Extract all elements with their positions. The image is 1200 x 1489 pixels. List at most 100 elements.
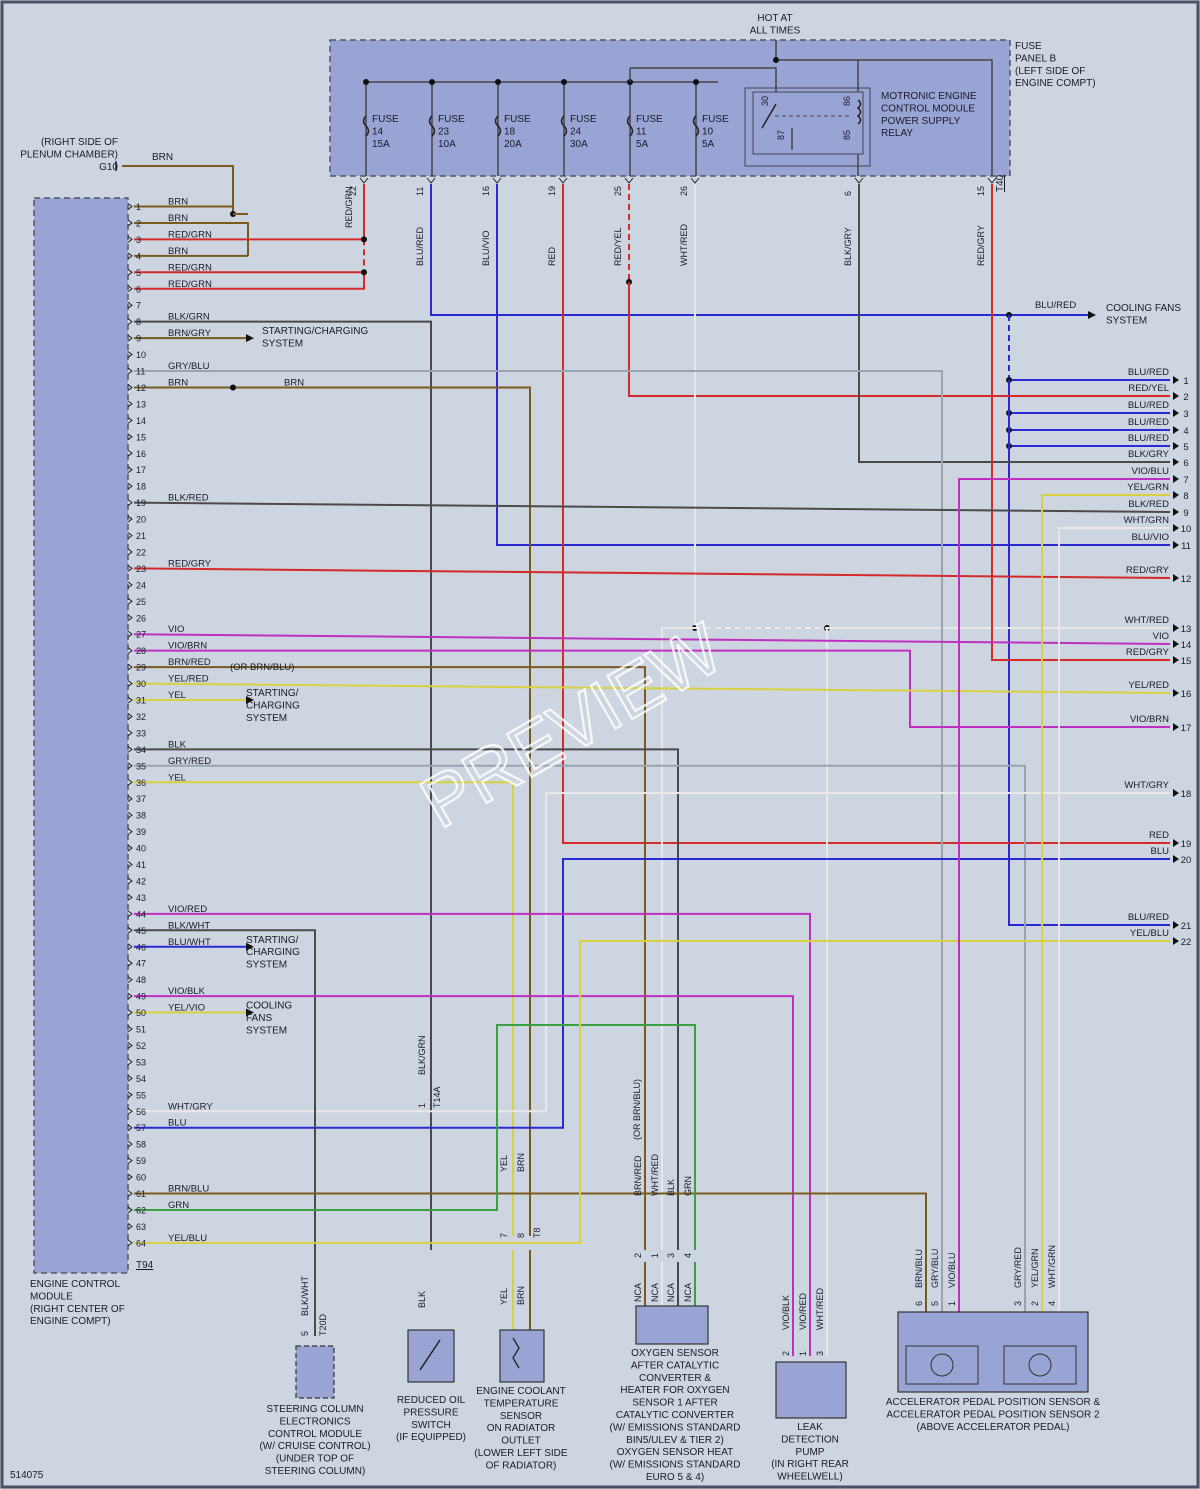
arrow-head (1173, 839, 1179, 847)
ecm-pin-number: 31 (136, 696, 146, 706)
arrow-head (246, 942, 254, 951)
wire-blk (134, 748, 679, 1250)
pin-terminal (127, 285, 133, 293)
wire-blu-red (430, 184, 1088, 316)
right-row-wire-label: WHT/GRN (1124, 515, 1170, 526)
pin-terminal (127, 778, 133, 786)
arrow-head (246, 1008, 254, 1017)
fuse-label: FUSE (438, 114, 465, 125)
fuse-wire-label: BLU/RED (415, 226, 425, 266)
ecm-pin-number: 41 (136, 860, 146, 870)
ecm-pin-number: 8 (136, 317, 141, 327)
ecm-pin-number: 12 (136, 383, 146, 393)
right-row-number: 13 (1181, 624, 1192, 635)
coolant-wire-label: BRN (516, 1153, 526, 1172)
steering-label: (W/ CRUISE CONTROL) (259, 1441, 370, 1452)
ecm-pin-number: 48 (136, 975, 146, 985)
steering-connector: T20D (318, 1313, 328, 1336)
right-row-number: 5 (1183, 442, 1188, 453)
arrow-head (1173, 541, 1179, 549)
ecm-pin-wire-label: BRN (168, 246, 188, 257)
pin-terminal (624, 177, 634, 184)
pin-terminal (127, 203, 133, 210)
ecm-pin-wire-label: BLU (168, 1118, 187, 1129)
oxygen-sensor-label: CONVERTER & (639, 1373, 711, 1384)
coolant-label: OF RADIATOR) (486, 1460, 557, 1471)
right-row-number: 3 (1183, 409, 1188, 420)
o2-pin: 1 (650, 1253, 660, 1258)
pin-terminal (127, 252, 133, 260)
ecm-label-line: (RIGHT CENTER OF (30, 1304, 125, 1315)
pin-terminal (127, 581, 133, 589)
arrow-head (1173, 723, 1179, 731)
right-row-wire-label: BLU/VIO (1132, 532, 1170, 543)
right-row-wire-label: YEL/GRN (1127, 482, 1169, 493)
wire-yel-blu (134, 940, 1170, 1244)
diagram-id: 514075 (10, 1470, 44, 1481)
reference-label: COOLING (246, 1001, 292, 1012)
ecm-pin-wire-label: VIO/RED (168, 904, 207, 915)
hot-label-line: ALL TIMES (750, 25, 801, 36)
fuse-panel-b (329, 39, 1011, 177)
ecm-pin-wire-label: WHT/GRY (168, 1101, 213, 1112)
oxygen-sensor-label: OXYGEN SENSOR HEAT (617, 1447, 734, 1458)
ecm-pin-wire-label: YEL (168, 772, 186, 783)
ecm-pin-number: 62 (136, 1205, 146, 1215)
right-row-wire-label: BLU (1151, 846, 1170, 857)
fuse-pin-number: 15 (976, 186, 986, 196)
right-row-number: 21 (1181, 921, 1192, 932)
wire-wht-gry (134, 793, 547, 1113)
right-row-wire-label: BLU/RED (1128, 417, 1169, 428)
ecm-pin-wire-label: YEL/RED (168, 674, 209, 685)
arrow-head (1173, 524, 1179, 532)
coolant-connector: T8 (532, 1227, 542, 1238)
pin12-wire-label: BRN (284, 377, 304, 388)
pin-terminal (127, 1042, 133, 1049)
o2-note: (OR BRN/BLU) (632, 1079, 642, 1140)
relay-switch (761, 103, 777, 129)
fuse-symbol (692, 115, 700, 137)
right-row-number: 18 (1181, 789, 1192, 800)
pedal-sensor-1 (905, 1345, 979, 1385)
pin-terminal (127, 976, 133, 984)
ecm-pin-number: 35 (136, 761, 146, 771)
wire-brn-blu (134, 1192, 927, 1312)
splice-dot (429, 79, 435, 85)
fuse-pin-number: 22 (348, 186, 358, 196)
ecm-pin-number: 33 (136, 728, 146, 738)
wire-red-gry (991, 184, 1170, 661)
ecm-pin-number: 60 (136, 1173, 146, 1183)
coolant-sensor-box (499, 1329, 545, 1383)
fuse-label: 11 (636, 126, 647, 137)
pin-terminal (127, 268, 133, 276)
ecm-pin-number: 13 (136, 399, 146, 409)
coolant-label: (LOWER LEFT SIDE (474, 1448, 567, 1459)
wire-red-grn (134, 272, 365, 290)
wire-vio-blu (958, 478, 1170, 1312)
relay-coil (856, 99, 862, 125)
ecm-pin-number: 16 (136, 449, 146, 459)
o2-wire-label: BRN/RED (633, 1155, 643, 1196)
pedal-wire-label: YEL/GRN (1030, 1248, 1040, 1288)
oil-wire-top-label: BLK/GRN (417, 1035, 427, 1075)
ecm-pin-number: 29 (136, 663, 146, 673)
o2-nca-label: NCA (633, 1283, 643, 1302)
wire-blk-wht (134, 929, 316, 1336)
fuse-wire-label: RED/GRY (976, 225, 986, 266)
wire-red-gry (133, 567, 1171, 579)
pin-terminal (987, 177, 997, 184)
pin-terminal (127, 894, 133, 901)
fuse-pin-number: 11 (415, 187, 425, 196)
arrow-head (1173, 689, 1179, 697)
ecm-pin-number: 20 (136, 515, 146, 525)
coolant-pin: 7 (499, 1233, 509, 1238)
